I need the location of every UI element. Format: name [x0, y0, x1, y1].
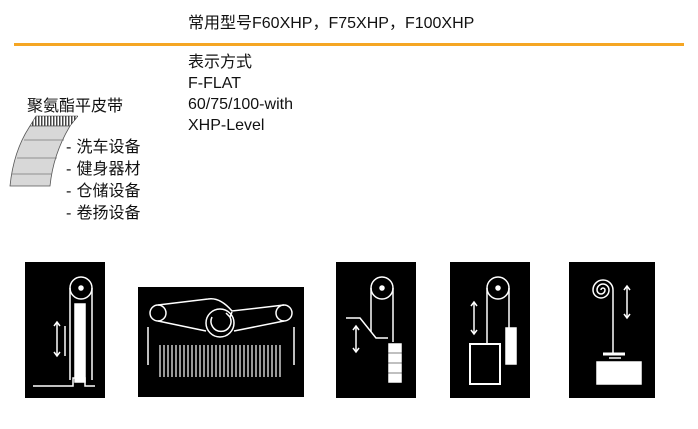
application-item: - 仓储设备 [66, 181, 141, 200]
counterweight-lift-diagram [336, 262, 416, 398]
pulley-counterweight-diagram [450, 262, 530, 398]
designation-line: 60/75/100-with [188, 96, 293, 113]
designation-line: XHP-Level [188, 117, 265, 134]
designation-block: 表示方式 F-FLAT 60/75/100-with XHP-Level [188, 52, 293, 136]
designation-line: F-FLAT [188, 75, 242, 92]
vertical-lift-diagram [25, 262, 105, 398]
application-item: - 洗车设备 [66, 137, 141, 156]
application-list: - 洗车设备 - 健身器材 - 仓储设备 - 卷扬设备 [66, 136, 141, 224]
application-item: - 健身器材 [66, 159, 141, 178]
belt-illustration [8, 112, 79, 193]
model-line: 常用型号F60XHP，F75XHP，F100XHP [188, 15, 475, 32]
winding-hoist-diagram [569, 262, 655, 398]
accent-divider [14, 43, 684, 46]
belt-name: 聚氨酯平皮带 [27, 96, 124, 115]
car-wash-brush-diagram [138, 287, 304, 397]
application-item: - 卷扬设备 [66, 203, 141, 222]
designation-heading: 表示方式 [188, 54, 253, 71]
